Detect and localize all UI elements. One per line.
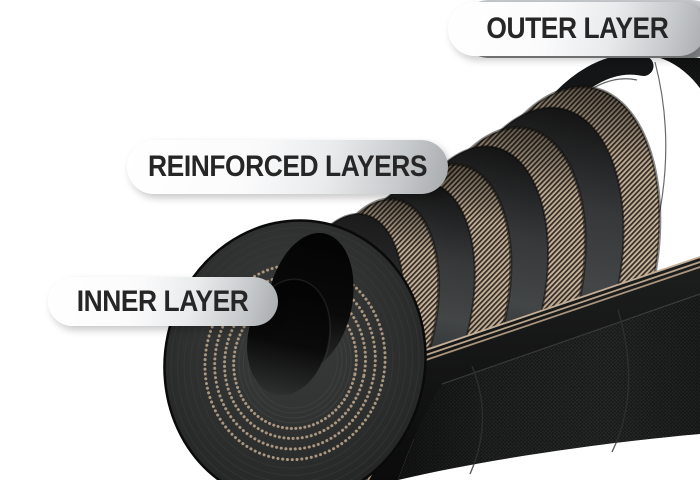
ledge-edge-highlight [441,293,700,385]
label-inner-layer: INNER LAYER [48,277,278,326]
cut-step-wall [356,257,700,480]
cutaway-ledge [356,256,700,480]
label-inner-layer-text: INNER LAYER [77,284,249,318]
label-outer-layer: OUTER LAYER [448,2,700,56]
label-reinforced-layers-text: REINFORCED LAYERS [147,150,428,183]
label-outer-layer-text: OUTER LAYER [486,12,668,45]
label-reinforced-layers: REINFORCED LAYERS [127,140,448,194]
